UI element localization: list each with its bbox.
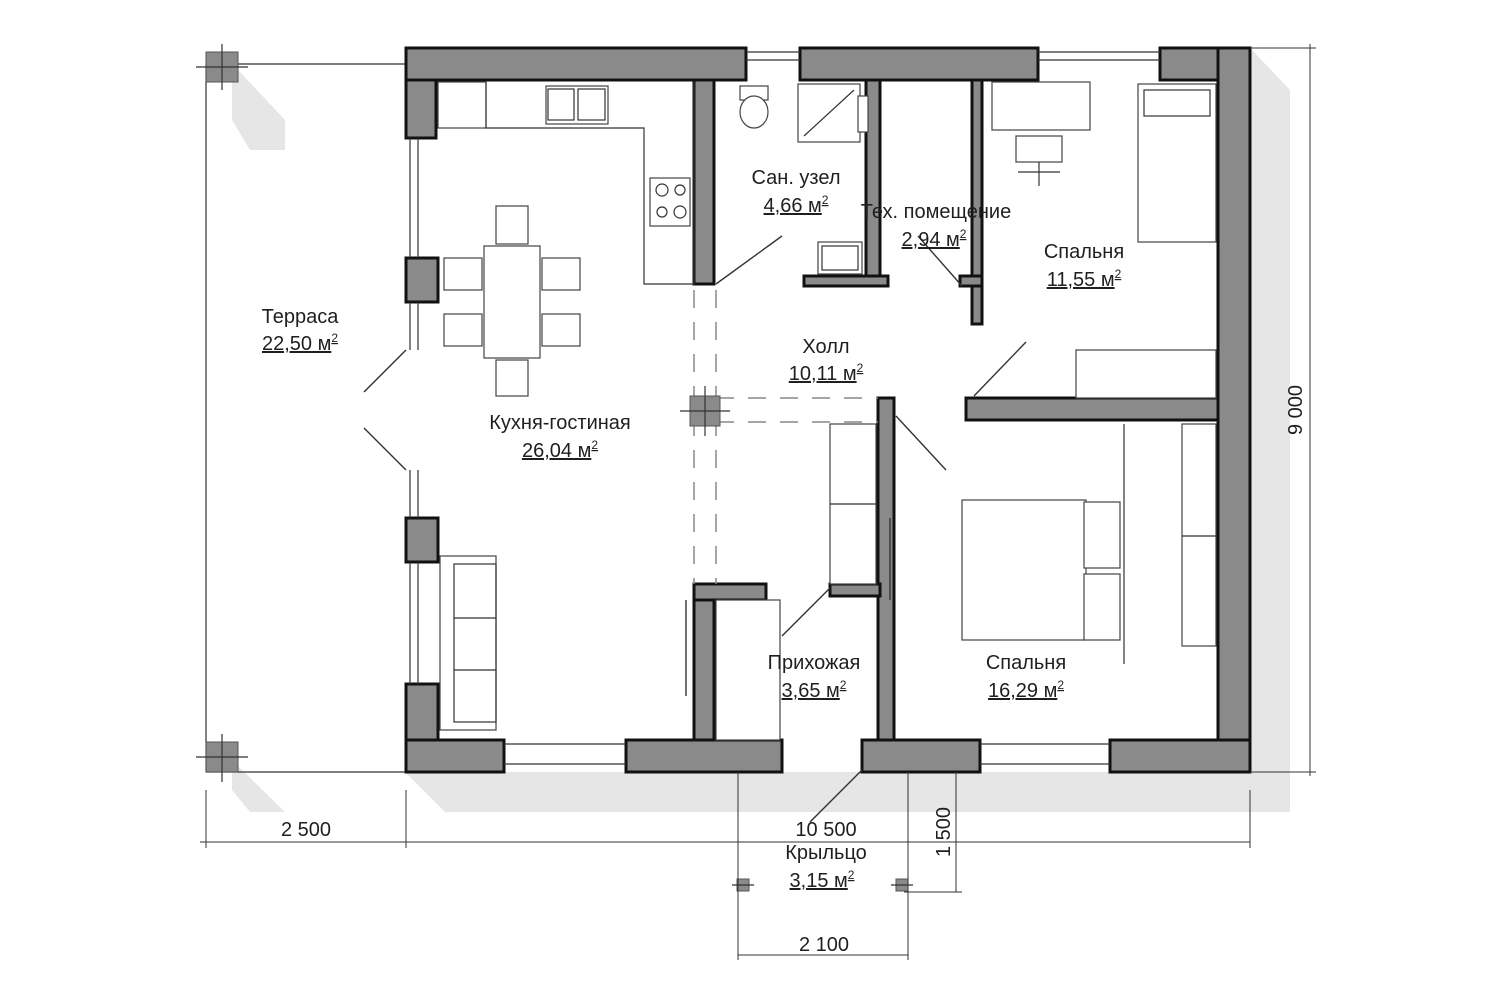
room-area-kitchen: 26,04 м2	[522, 438, 598, 462]
bath-door	[715, 235, 783, 285]
entry-wardrobe	[715, 599, 781, 741]
room-name-hall: Холл	[802, 336, 849, 358]
terrace-door	[363, 349, 407, 471]
room-area-bedroom2: 16,29 м2	[988, 678, 1064, 702]
room-area-bedroom1: 11,55 м2	[1047, 267, 1122, 291]
windows	[409, 51, 1160, 765]
toilet	[739, 85, 769, 129]
room-name-entry: Прихожая	[768, 652, 861, 674]
kitchen-counter	[437, 81, 695, 285]
front-door	[809, 769, 863, 823]
room-area-terrace: 22,50 м2	[262, 331, 338, 355]
bed-single	[1137, 83, 1217, 243]
dimension-lines	[200, 44, 1316, 960]
room-name-kitchen: Кухня-гостиная	[489, 412, 631, 434]
room-area-bath: 4,66 м2	[764, 193, 829, 217]
terrace-column-shadow-bottom	[232, 760, 285, 812]
shower	[797, 83, 869, 143]
room-name-bath: Сан. узел	[751, 167, 840, 189]
terrace-column-shadow-top	[232, 64, 285, 150]
room-area-entry: 3,65 м2	[782, 678, 847, 702]
tech-door	[917, 235, 963, 287]
desk	[991, 81, 1091, 186]
porch-columns	[732, 878, 913, 892]
bedroom1-door	[973, 341, 1027, 397]
entry-door	[685, 587, 831, 696]
dim-house-depth: 9 000	[1285, 385, 1307, 435]
wardrobe-bedroom2	[1123, 423, 1217, 664]
column-top-left	[196, 44, 248, 90]
bedroom2-door	[889, 415, 947, 600]
dim-house-width: 10 500	[795, 819, 856, 841]
dim-porch-width: 2 100	[799, 934, 849, 956]
room-area-porch: 3,15 м2	[790, 868, 855, 892]
room-name-porch: Крыльцо	[785, 842, 867, 864]
wardrobe-bedroom1	[1075, 349, 1217, 399]
terrace-outline	[205, 63, 406, 773]
bed-double	[961, 499, 1121, 641]
room-area-tech: 2,94 м2	[902, 227, 967, 251]
zone-dashes	[693, 290, 878, 584]
sofa	[439, 555, 497, 731]
interior-column	[680, 386, 730, 436]
room-name-bedroom2: Спальня	[986, 652, 1066, 674]
room-area-hall: 10,11 м2	[789, 361, 864, 385]
walls	[404, 46, 1252, 774]
dim-porch-depth: 1 500	[933, 807, 955, 857]
room-name-terrace: Терраса	[262, 306, 340, 328]
dining-table	[443, 205, 581, 397]
room-name-tech: Тех. помещение	[861, 201, 1011, 223]
bath-sink	[817, 241, 863, 275]
room-name-bedroom1: Спальня	[1044, 241, 1124, 263]
column-bottom-left	[196, 734, 248, 782]
hall-wardrobe	[829, 423, 877, 585]
dim-terrace-width: 2 500	[281, 819, 331, 841]
